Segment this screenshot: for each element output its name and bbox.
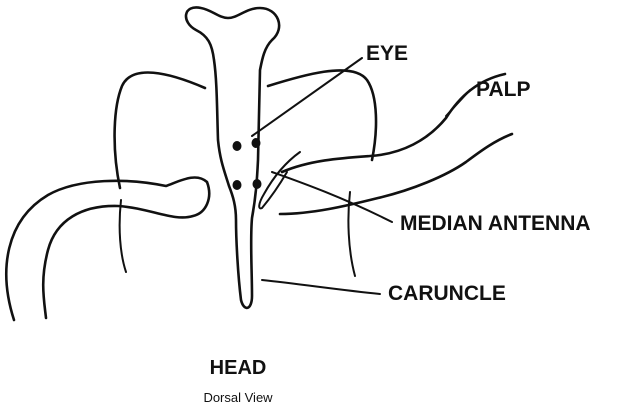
left-cirrus (6, 177, 209, 320)
palp-label: PALP (476, 78, 530, 101)
caption-title: HEAD (210, 357, 267, 379)
eye-dot-lower-right (253, 179, 262, 189)
eye-label: EYE (366, 42, 408, 65)
eye-dot-upper-left (233, 141, 242, 151)
eye-leader (252, 58, 362, 136)
caruncle-leader (262, 280, 380, 294)
inner-body-line (120, 200, 126, 272)
eye-dot-upper-right (252, 138, 261, 148)
caption-subtitle: Dorsal View (203, 390, 273, 405)
caruncle-label: CARUNCLE (388, 282, 506, 305)
eye-dot-lower-left (233, 180, 242, 190)
palp-leader (446, 90, 470, 116)
median-antenna-label: MEDIAN ANTENNA (400, 212, 591, 235)
caruncle-column (186, 7, 279, 307)
prostomium-outline (115, 70, 376, 188)
